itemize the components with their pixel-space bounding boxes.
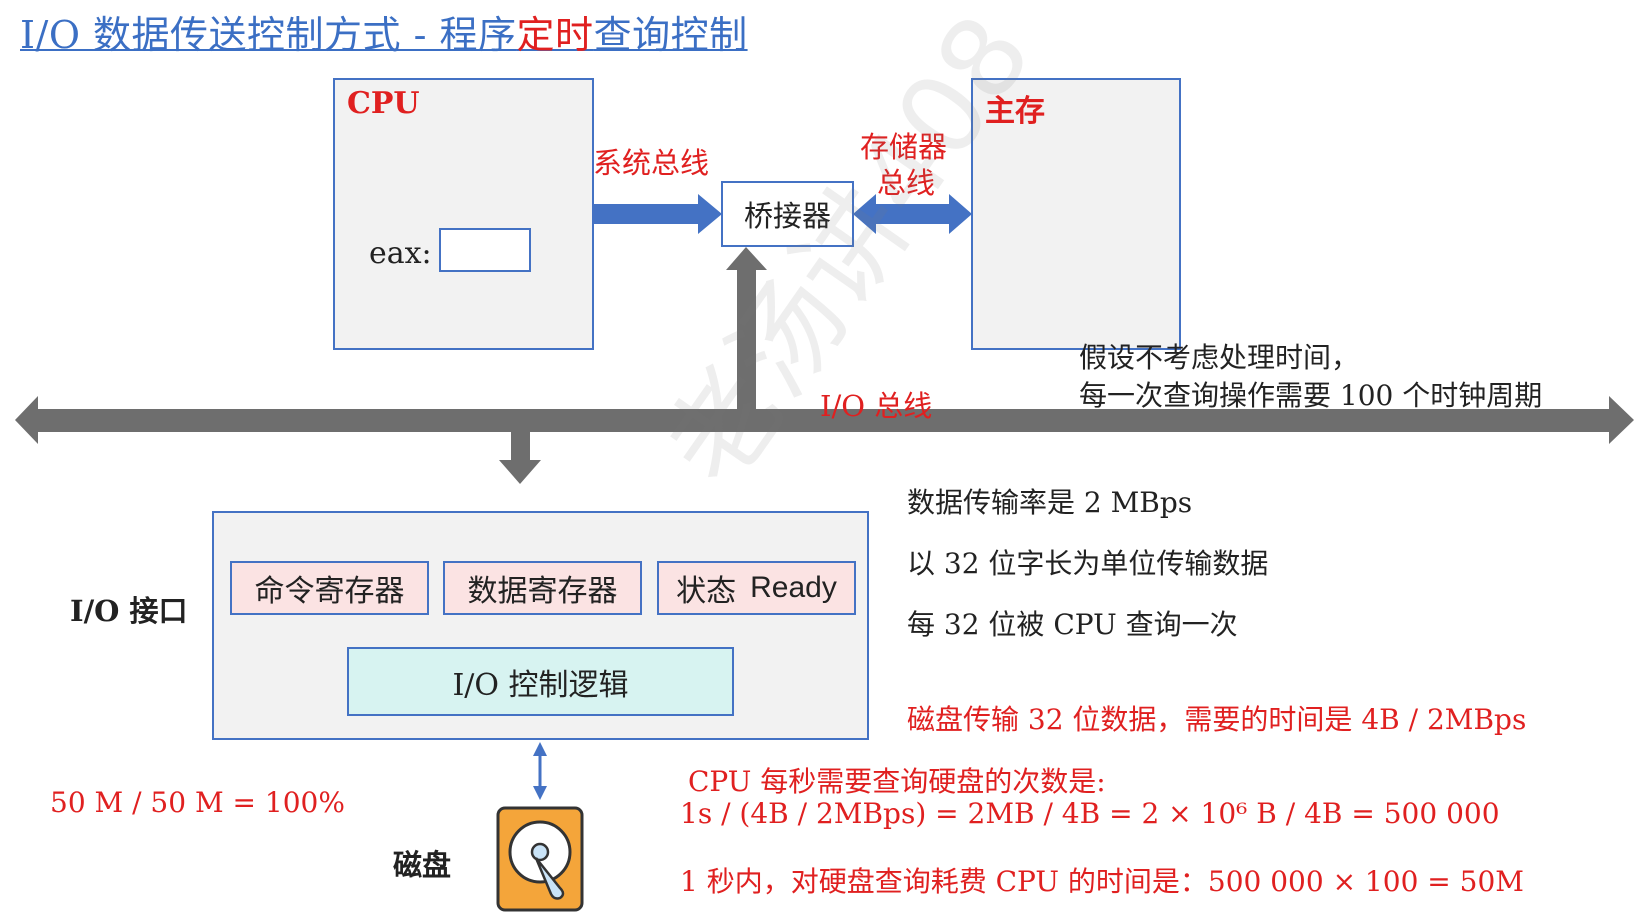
calc-cpu-time: 1 秒内，对硬盘查询耗费 CPU 的时间是：500 000 × 100 = 50… bbox=[680, 865, 1524, 898]
io-bus-label: I/O 总线 bbox=[820, 389, 933, 423]
io-bus-arrow bbox=[15, 396, 1634, 444]
fact-poll: 每 32 位被 CPU 查询一次 bbox=[907, 608, 1238, 641]
bridge-label: 桥接器 bbox=[743, 199, 831, 233]
cpu-label: CPU bbox=[347, 86, 420, 121]
main-memory-box: 主存 bbox=[971, 78, 1181, 350]
calc-transfer-time: 磁盘传输 32 位数据，需要的时间是 4B / 2MBps bbox=[907, 703, 1527, 736]
io-interface-label: I/O 接口 bbox=[70, 594, 188, 628]
title-prefix: I/O 数据传送控制方式 - 程序 bbox=[20, 13, 517, 57]
bridge-up-arrow bbox=[726, 247, 767, 410]
io-control-logic-label: I/O 控制逻辑 bbox=[452, 667, 629, 703]
cpu-box: CPU eax: bbox=[333, 78, 594, 350]
title-highlight: 定时 bbox=[516, 13, 594, 57]
data-register: 数据寄存器 bbox=[443, 561, 642, 615]
assumption-line1: 假设不考虑处理时间， bbox=[1079, 341, 1360, 374]
fact-unit: 以 32 位字长为单位传输数据 bbox=[907, 547, 1269, 580]
disk-link-arrow bbox=[533, 742, 547, 800]
command-register: 命令寄存器 bbox=[230, 561, 429, 615]
io-interface-down-arrow bbox=[499, 432, 541, 484]
assumption-line2: 每一次查询操作需要 100 个时钟周期 bbox=[1079, 379, 1543, 412]
calc-polls-formula: 1s / (4B / 2MBps) = 2MB / 4B = 2 × 10⁶ B… bbox=[680, 797, 1500, 830]
memory-bus-label-line2: 总线 bbox=[877, 166, 936, 200]
eax-register bbox=[439, 228, 531, 272]
status-value: Ready bbox=[750, 571, 837, 604]
calc-ratio: 50 M / 50 M = 100% bbox=[50, 786, 345, 819]
fact-rate: 数据传输率是 2 MBps bbox=[907, 486, 1193, 519]
title-suffix: 查询控制 bbox=[593, 13, 748, 57]
io-interface-box: 命令寄存器 数据寄存器 状态 Ready I/O 控制逻辑 bbox=[212, 511, 869, 740]
disk-icon bbox=[496, 806, 584, 912]
io-control-logic: I/O 控制逻辑 bbox=[347, 647, 734, 716]
command-register-label: 命令寄存器 bbox=[254, 574, 405, 609]
page-title: I/O 数据传送控制方式 - 程序定时查询控制 bbox=[20, 4, 748, 59]
memory-bus-label-line1: 存储器 bbox=[860, 130, 948, 164]
calc-polls-title: CPU 每秒需要查询硬盘的次数是: bbox=[688, 765, 1106, 798]
memory-label: 主存 bbox=[985, 94, 1045, 129]
status-register: 状态 Ready bbox=[657, 561, 856, 615]
bridge-box: 桥接器 bbox=[721, 181, 854, 247]
status-register-label: 状态 bbox=[676, 574, 737, 609]
data-register-label: 数据寄存器 bbox=[467, 574, 618, 609]
memory-bus-arrow bbox=[853, 194, 972, 234]
eax-label: eax: bbox=[369, 236, 432, 271]
system-bus-label: 系统总线 bbox=[593, 146, 710, 180]
disk-label: 磁盘 bbox=[393, 848, 452, 882]
